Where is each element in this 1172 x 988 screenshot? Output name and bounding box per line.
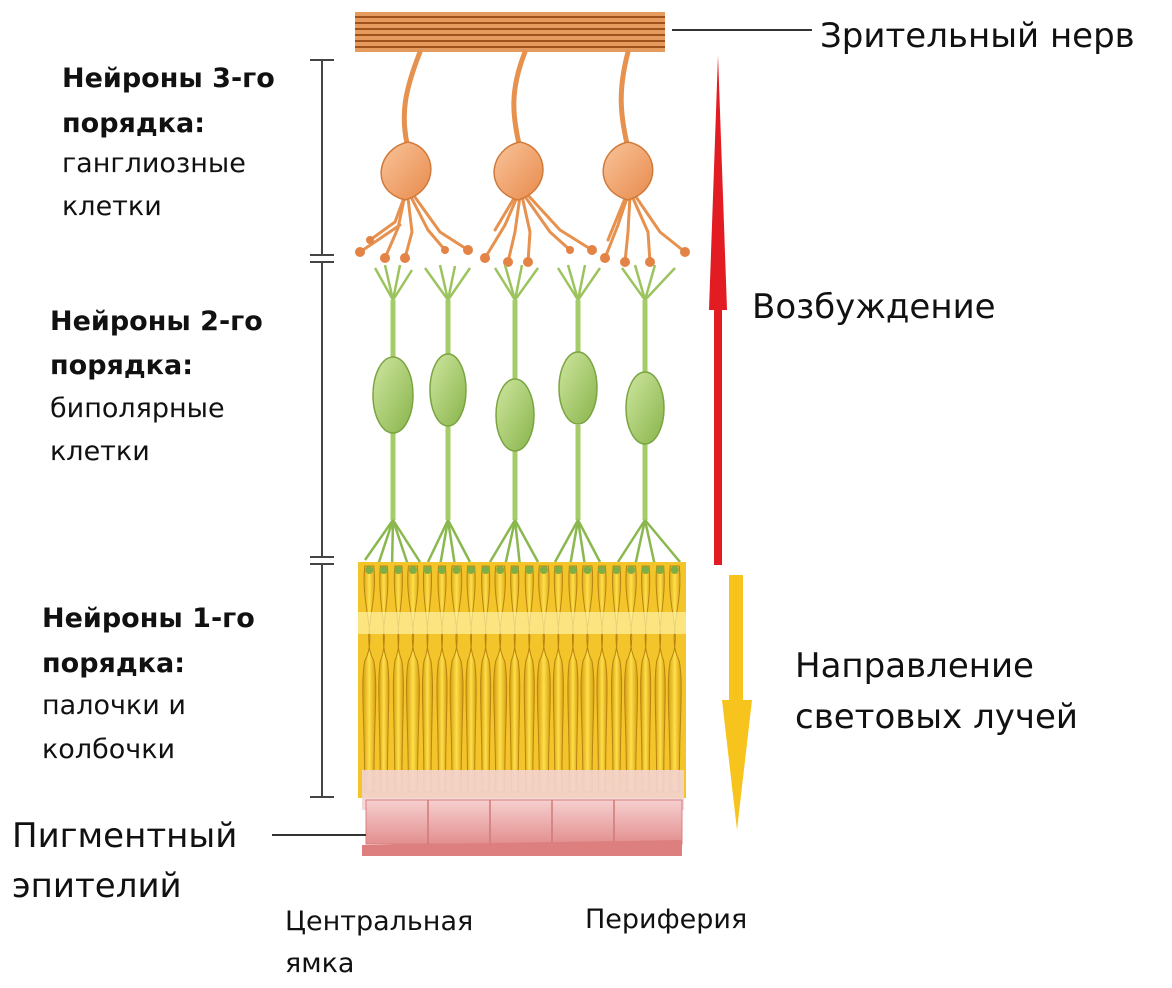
excitation-arrow: [709, 55, 727, 565]
synaptic-terminal: [511, 566, 519, 574]
synaptic-terminal: [423, 566, 431, 574]
pigment-epithelium-label-line1: Пигментный: [12, 812, 237, 860]
bipolar-terminals: [365, 520, 680, 568]
synaptic-terminal: [569, 566, 577, 574]
synaptic-terminal: [598, 566, 606, 574]
synaptic-terminal: [540, 566, 548, 574]
synaptic-terminal: [482, 566, 490, 574]
layer1-title-line2: порядка:: [42, 640, 185, 688]
layer-brackets: [310, 60, 334, 797]
synaptic-terminal: [613, 566, 621, 574]
synaptic-terminal: [642, 566, 650, 574]
synaptic-terminal: [627, 566, 635, 574]
pigment-epithelium-layer: [362, 770, 684, 856]
synaptic-terminal: [583, 566, 591, 574]
layer2-desc-line1: биполярные: [50, 385, 225, 433]
synaptic-terminal: [525, 566, 533, 574]
light-direction-label-line2: световых лучей: [795, 693, 1078, 741]
synaptic-terminal: [394, 566, 402, 574]
layer1-desc-line1: палочки и: [42, 682, 186, 730]
layer2-title-line1: Нейроны 2-го: [50, 298, 263, 346]
synaptic-terminal: [438, 566, 446, 574]
layer2-desc-line2: клетки: [50, 428, 150, 476]
synaptic-terminal: [380, 566, 388, 574]
light-direction-label-line1: Направление: [795, 642, 1034, 690]
synaptic-terminal: [554, 566, 562, 574]
periphery-label: Периферия: [585, 896, 747, 944]
synaptic-terminal: [365, 566, 373, 574]
layer2-title-line2: порядка:: [50, 342, 193, 390]
excitation-label: Возбуждение: [752, 283, 996, 331]
optic-nerve-bundle: [355, 12, 665, 52]
synaptic-terminal: [409, 566, 417, 574]
photoreceptor-layer: [358, 562, 686, 798]
bipolar-dendrites: [375, 265, 675, 300]
pigment-epithelium-label-line2: эпителий: [12, 862, 182, 910]
synaptic-terminal: [656, 566, 664, 574]
layer3-desc-line2: клетки: [62, 183, 162, 231]
light-direction-arrow: [722, 575, 752, 830]
ganglion-somas: [381, 142, 653, 200]
fovea-label-line2: ямка: [285, 940, 354, 988]
synaptic-terminal: [453, 566, 461, 574]
layer3-desc-line1: ганглиозные: [62, 140, 246, 188]
synaptic-terminal: [467, 566, 475, 574]
synaptic-terminal: [671, 566, 679, 574]
layer1-desc-line2: колбочки: [42, 726, 175, 774]
fovea-label-line1: Центральная: [285, 898, 473, 946]
bipolar-somas: [373, 352, 664, 451]
layer1-title-line1: Нейроны 1-го: [42, 595, 255, 643]
optic-nerve-label: Зрительный нерв: [820, 12, 1135, 60]
synaptic-terminal: [496, 566, 504, 574]
layer3-title-line1: Нейроны 3-го: [62, 55, 275, 103]
